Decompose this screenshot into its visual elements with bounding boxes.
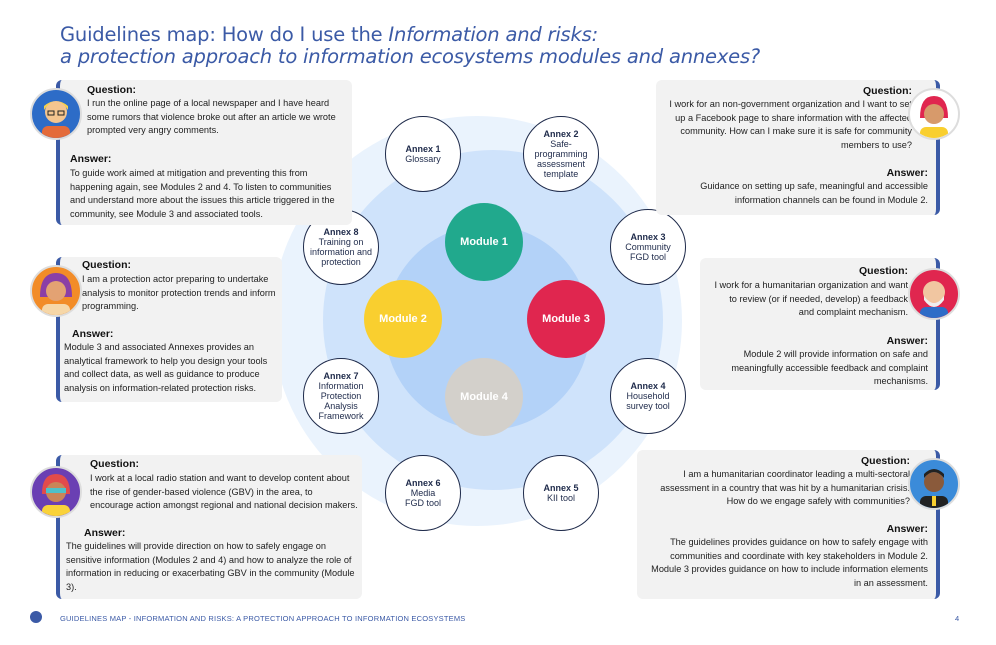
question-heading: Question:: [859, 265, 908, 277]
answer-text: Guidance on setting up safe, meaningful …: [700, 181, 928, 205]
answer-heading: Answer:: [886, 335, 928, 347]
footer-text: GUIDELINES MAP - INFORMATION AND RISKS: …: [60, 614, 466, 623]
question-text: I work at a local radio station and want…: [90, 473, 358, 510]
qa-card-protection-actor: Question: I am a protection actor prepar…: [56, 257, 282, 402]
question-heading: Question:: [861, 455, 910, 467]
question-heading: Question:: [87, 84, 136, 96]
question-heading: Question:: [90, 458, 139, 470]
answer-text: Module 2 will provide information on saf…: [731, 349, 928, 386]
answer-heading: Answer:: [70, 153, 112, 165]
avatar-humanitarian-coordinator: [908, 458, 960, 510]
answer-text: To guide work aimed at mitigation and pr…: [70, 168, 335, 219]
answer-text: The guidelines provides guidance on how …: [651, 537, 928, 588]
avatar-radio-journalist: [30, 466, 82, 518]
qa-card-humanitarian-coordinator: Question: I am a humanitarian coordinato…: [637, 450, 940, 599]
answer-text: Module 3 and associated Annexes provides…: [64, 342, 268, 393]
title-line2: a protection approach to information eco…: [60, 45, 761, 68]
question-text: I am a protection actor preparing to und…: [82, 274, 276, 311]
question-heading: Question:: [863, 85, 912, 97]
question-heading: Question:: [82, 259, 131, 271]
title-italic-text: Information and risks:: [388, 23, 598, 46]
avatar-protection-actor: [30, 265, 82, 317]
module-2[interactable]: Module 2: [364, 280, 442, 358]
module-1[interactable]: Module 1: [445, 203, 523, 281]
answer-heading: Answer:: [886, 167, 928, 179]
footer-logo-icon: [30, 611, 42, 623]
answer-heading: Answer:: [72, 328, 114, 340]
question-text: I work for a humanitarian organization a…: [714, 280, 908, 317]
qa-card-radio-station: Question: I work at a local radio statio…: [56, 455, 362, 599]
answer-heading: Answer:: [84, 527, 126, 539]
title-plain-text: Guidelines map: How do I use the: [60, 23, 389, 46]
answer-text: The guidelines will provide direction on…: [66, 541, 355, 592]
module-3[interactable]: Module 3: [527, 280, 605, 358]
question-text: I work for an non-government organizatio…: [669, 99, 912, 150]
avatar-humanitarian-worker: [908, 268, 960, 320]
avatar-ngo-worker: [908, 88, 960, 140]
qa-card-feedback-mechanism: Question: I work for a humanitarian orga…: [700, 258, 940, 390]
page-title: Guidelines map: How do I use the Informa…: [60, 24, 760, 68]
qa-card-newspaper: Question: I run the online page of a loc…: [56, 80, 352, 225]
module-4[interactable]: Module 4: [445, 358, 523, 436]
answer-heading: Answer:: [886, 523, 928, 535]
question-text: I run the online page of a local newspap…: [87, 98, 336, 135]
qa-card-ngo-facebook: Question: I work for an non-government o…: [656, 80, 940, 215]
page-number: 4: [955, 614, 960, 623]
question-text: I am a humanitarian coordinator leading …: [660, 469, 910, 506]
avatar-newspaper-editor: [30, 88, 82, 140]
